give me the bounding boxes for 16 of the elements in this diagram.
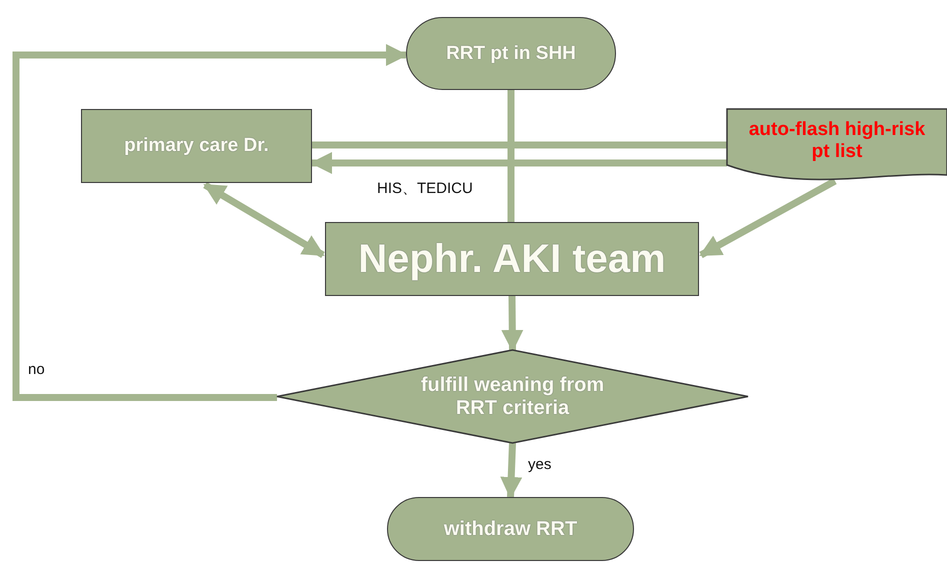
connector-arrow	[500, 442, 522, 499]
connector-arrow	[699, 178, 837, 258]
connector-arrow	[310, 152, 727, 174]
process-box	[81, 109, 312, 183]
node-label: primary care Dr.	[124, 135, 269, 157]
process-box	[325, 222, 699, 296]
document-shape	[727, 109, 947, 181]
connector-arrow	[203, 182, 325, 258]
node-label: RRT pt in SHH	[446, 42, 576, 64]
node-label: Nephr. AKI team	[358, 236, 666, 282]
connector-arrow	[12, 44, 408, 401]
node-label: auto-flash high-risk pt list	[748, 119, 926, 163]
node-label: withdraw RRT	[444, 518, 578, 540]
connector-arrow	[501, 296, 524, 352]
decision-diamond	[277, 350, 748, 443]
node-label: fulfill weaning from RRT criteria	[420, 374, 606, 420]
